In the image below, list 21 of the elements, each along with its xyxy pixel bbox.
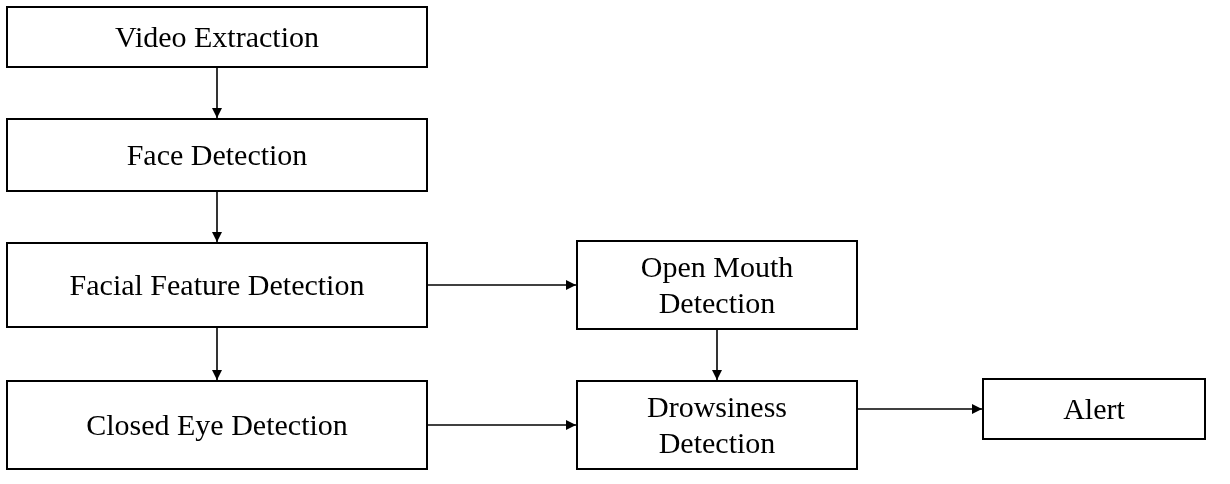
process-box xyxy=(982,378,1206,440)
box-label: Video Extraction xyxy=(114,19,320,55)
box-label: Closed Eye Detection xyxy=(85,407,349,443)
process-box xyxy=(576,240,858,330)
box-label: Drowsiness Detection xyxy=(646,389,788,461)
arrow xyxy=(427,280,577,290)
process-box xyxy=(6,242,428,328)
arrow xyxy=(212,191,222,243)
process-box xyxy=(576,380,858,470)
process-box xyxy=(6,380,428,470)
arrow xyxy=(427,420,577,430)
arrow xyxy=(712,329,722,381)
arrow xyxy=(212,327,222,381)
box-label: Alert xyxy=(1062,391,1126,427)
process-box xyxy=(6,6,428,68)
box-label: Open Mouth Detection xyxy=(639,249,795,321)
box-label: Face Detection xyxy=(125,137,309,173)
arrow xyxy=(212,67,222,119)
process-box xyxy=(6,118,428,192)
arrow xyxy=(857,404,983,414)
box-label: Facial Feature Detection xyxy=(68,267,366,303)
